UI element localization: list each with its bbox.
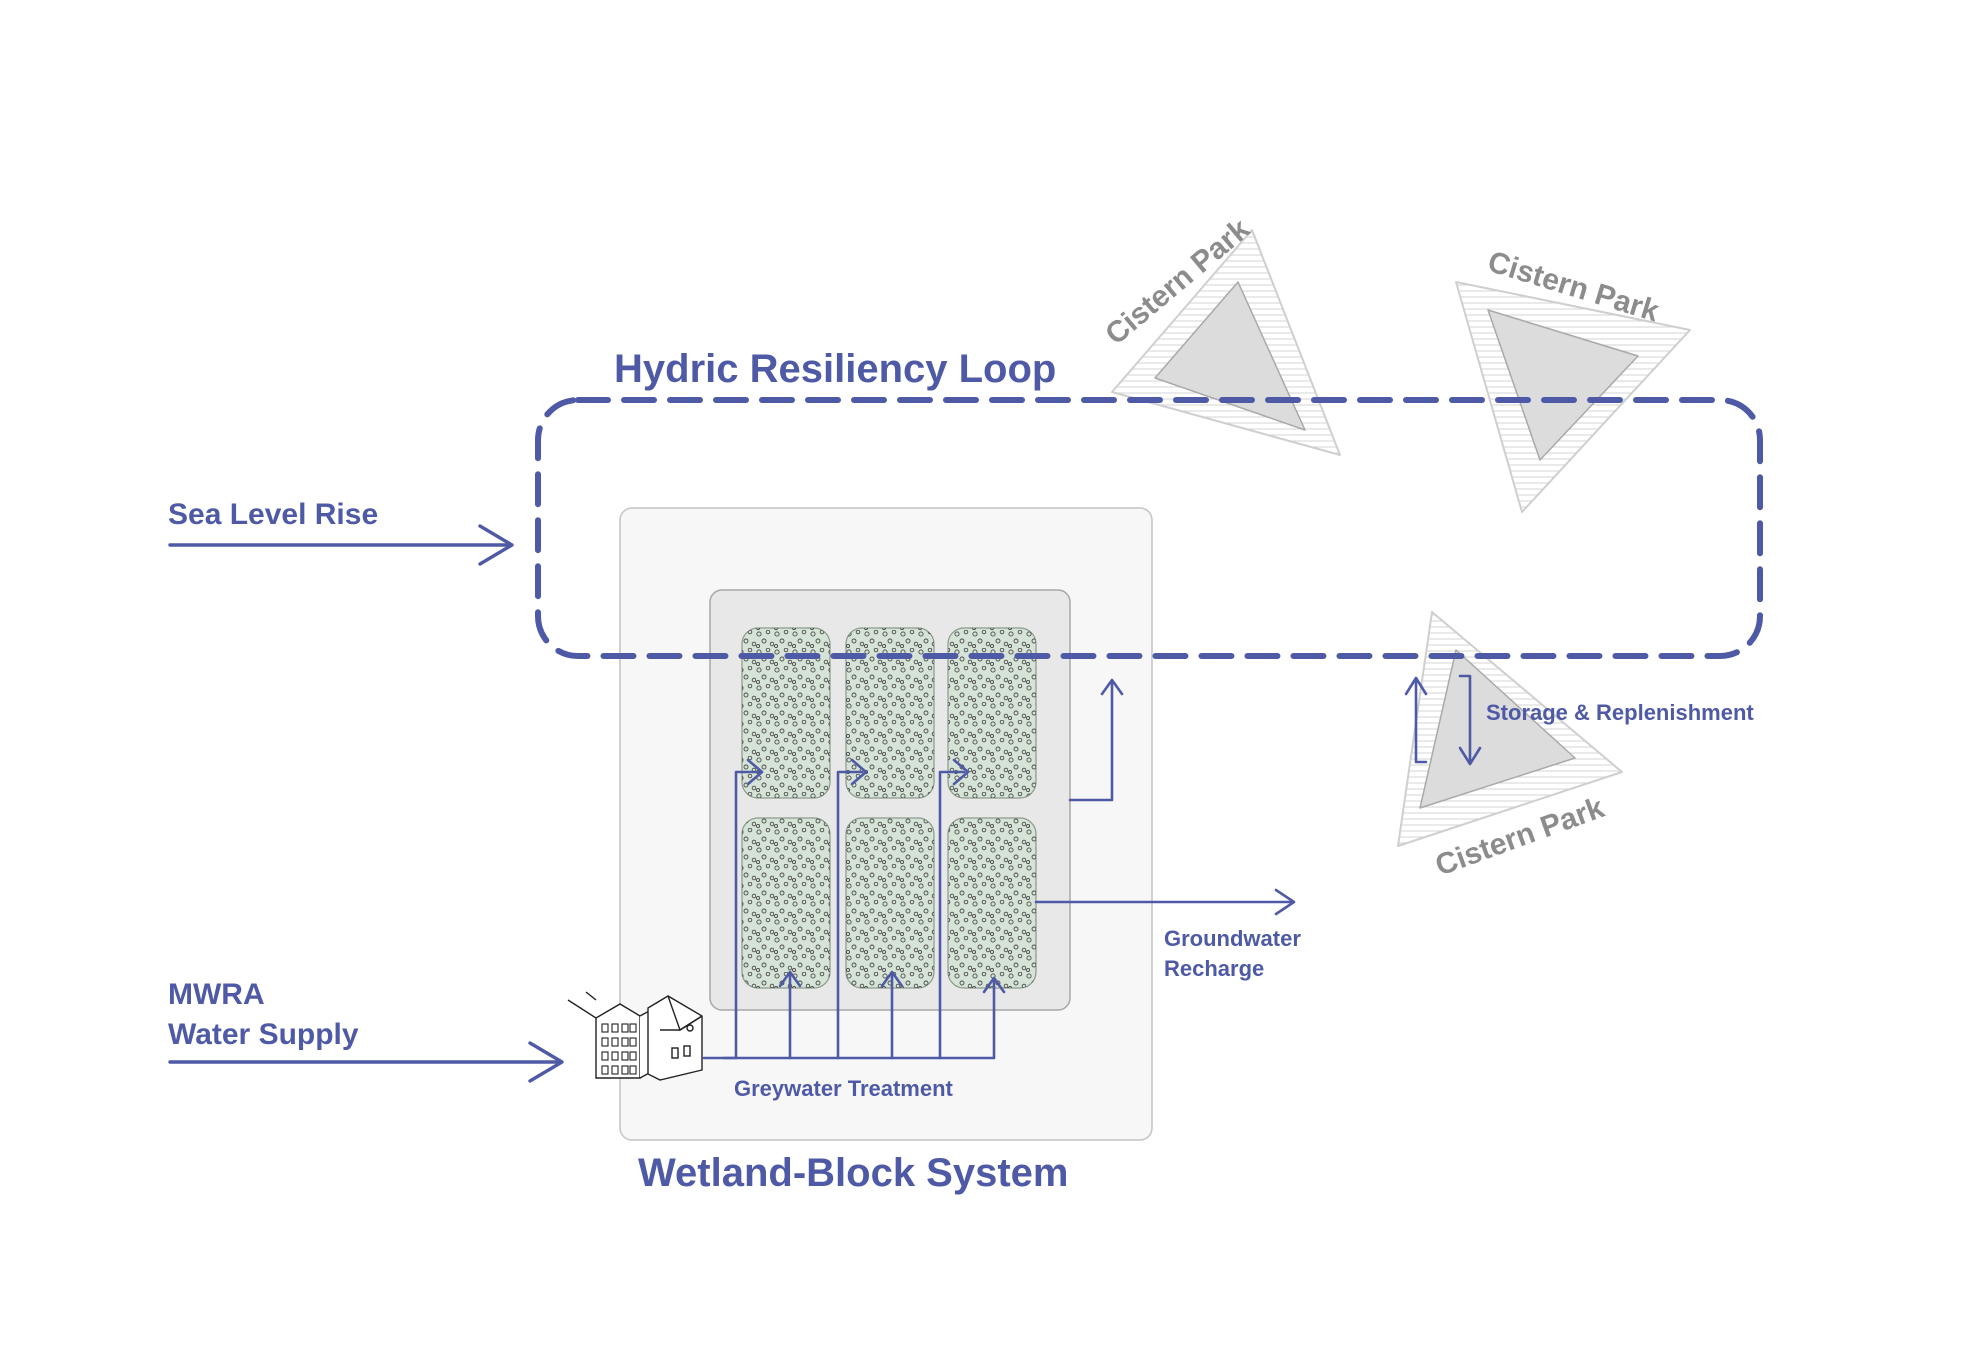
house-icon	[647, 995, 703, 1081]
mwra-label: MWRA	[168, 978, 265, 1011]
storage-arrows	[1404, 674, 1482, 766]
greywater-flow	[702, 758, 1006, 1060]
water-supply-label: Water Supply	[168, 1018, 359, 1051]
wetland-cells	[741, 627, 1037, 989]
outflow-to-loop	[1068, 678, 1124, 802]
sea-level-label: Sea Level Rise	[168, 498, 378, 531]
hydric-resiliency-loop	[535, 397, 1763, 659]
greywater-label: Greywater Treatment	[734, 1076, 954, 1101]
recharge-label: Recharge	[1164, 956, 1264, 981]
system-title: Wetland-Block System	[638, 1151, 1069, 1195]
loop-title: Hydric Resiliency Loop	[614, 347, 1056, 391]
groundwater-label: Groundwater	[1164, 926, 1301, 951]
sea-level-arrow	[168, 524, 514, 566]
storage-label: Storage & Replenishment	[1486, 700, 1754, 725]
cistern-park-3	[1397, 611, 1623, 847]
cistern-park-1	[1111, 229, 1341, 456]
water-supply-arrow	[168, 1041, 564, 1083]
groundwater-arrow	[1034, 888, 1296, 916]
